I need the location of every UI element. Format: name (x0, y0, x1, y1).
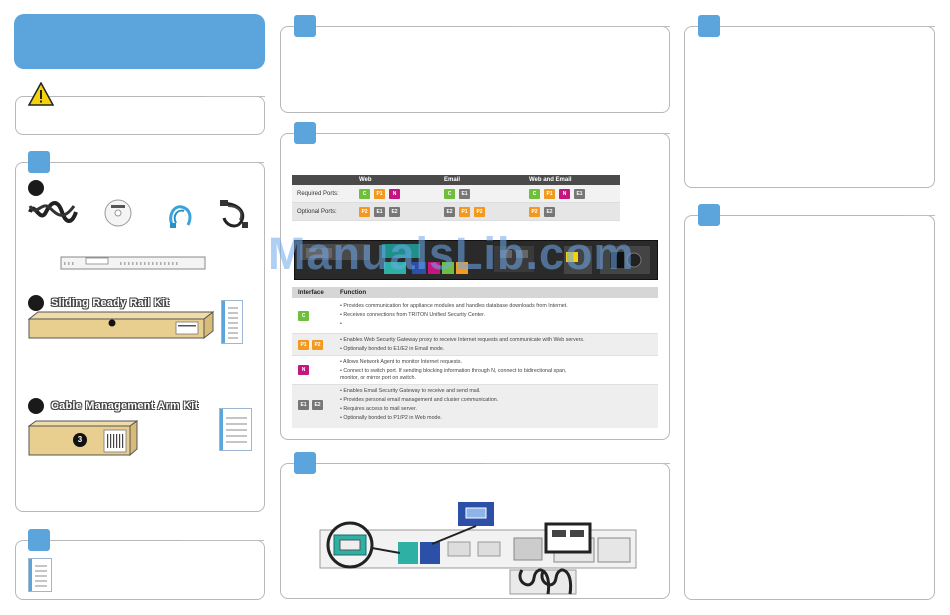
serial-cable-icon (220, 200, 248, 228)
function-text: • Provides communication for appliance m… (340, 303, 568, 309)
port-chip-n: N (559, 189, 570, 199)
function-text: • Allows Network Agent to monitor Intern… (340, 359, 462, 365)
ports-row-optional: Optional Ports: P2 E1 E2 E2 P1 P2 P2 E2 (292, 203, 620, 221)
function-text: • Enables Email Security Gateway to rece… (340, 388, 481, 394)
rail-kit-document-icon (221, 300, 243, 344)
port-chip-e1: E1 (374, 207, 385, 217)
item-bullet (28, 398, 44, 414)
port-chip-p1: P1 (374, 189, 385, 199)
step-number-box (28, 529, 50, 551)
item-bullet (28, 180, 44, 196)
appliance-rear-panel-image (294, 240, 658, 280)
title-banner (14, 14, 265, 69)
ports-row-required: Required Ports: C P1 N C E1 C P1 N E1 (292, 185, 620, 203)
step-number-box (294, 452, 316, 474)
right-bottom-panel (684, 215, 935, 600)
warning-panel (15, 96, 265, 135)
step-number-box (698, 204, 720, 226)
col-web: Web (359, 177, 372, 183)
function-text: • Optionally bonded to P1/P2 in Web mode… (340, 415, 442, 421)
step-panel-1 (280, 26, 670, 113)
arm-kit-title: Cable Management Arm Kit (51, 400, 199, 412)
step-number-box (28, 151, 50, 173)
port-chip-p2: P2 (359, 207, 370, 217)
col-interface: Interface (298, 289, 324, 296)
col-email: Email (444, 177, 461, 183)
cabling-diagram (319, 502, 637, 595)
network-cable-icon (169, 205, 192, 228)
function-row-n: N • Allows Network Agent to monitor Inte… (292, 356, 658, 385)
rail-kit-box-icon (28, 311, 214, 339)
divider (508, 26, 670, 27)
col-function: Function (340, 289, 367, 296)
port-chip-e2: E2 (544, 207, 555, 217)
row-label: Required Ports: (297, 191, 339, 197)
warning-icon (28, 82, 54, 106)
interface-chip-e1: E1 (298, 400, 309, 410)
function-text: monitor, or mirror port on switch. (340, 375, 416, 381)
divider (484, 463, 670, 464)
right-top-panel (684, 26, 935, 188)
function-text: • Provides personal email management and… (340, 397, 499, 403)
step-number-box (698, 15, 720, 37)
divider (508, 133, 670, 134)
function-text: • Requires access to mail server. (340, 406, 417, 412)
function-text: • (340, 321, 342, 327)
arm-kit-number-badge: 3 (73, 433, 87, 447)
item-bullet (28, 295, 44, 311)
port-chip-c: C (529, 189, 540, 199)
interface-chip-p1: P1 (298, 340, 309, 350)
cd-disc-icon (104, 199, 132, 227)
col-web-email: Web and Email (529, 177, 572, 183)
function-text: • Receives connections from TRITON Unifi… (340, 312, 486, 318)
port-chip-p2: P2 (474, 207, 485, 217)
interface-chip-c: C (298, 311, 309, 321)
port-chip-e1: E1 (459, 189, 470, 199)
ports-table-header: Web Email Web and Email (292, 175, 620, 185)
watermark-text: ManualsLib.com (268, 228, 635, 279)
port-chip-e2: E2 (444, 207, 455, 217)
port-chip-n: N (389, 189, 400, 199)
function-text: • Optionally bonded to E1/E2 in Email mo… (340, 346, 445, 352)
ports-table: Web Email Web and Email Required Ports: … (292, 175, 620, 221)
function-row-c: C • Provides communication for appliance… (292, 298, 658, 334)
interface-chip-p2: P2 (312, 340, 323, 350)
arm-kit-box-icon (28, 420, 138, 456)
function-text: • Connect to switch port. If sending blo… (340, 368, 567, 374)
documentation-panel (15, 540, 265, 600)
port-chip-p2: P2 (529, 207, 540, 217)
function-text: • Enables Web Security Gateway proxy to … (340, 337, 585, 343)
port-chip-c: C (444, 189, 455, 199)
interface-chip-n: N (298, 365, 309, 375)
quick-start-document-icon (28, 558, 52, 592)
divider (906, 215, 935, 216)
port-chip-p1: P1 (544, 189, 555, 199)
arm-kit-document-icon (219, 408, 252, 451)
rail-kit-title: Sliding Ready Rail Kit (51, 297, 170, 309)
appliance-front-icon (60, 256, 206, 270)
port-chip-e1: E1 (574, 189, 585, 199)
function-table-header: Interface Function (292, 287, 658, 298)
divider (205, 96, 265, 97)
divider (172, 162, 264, 163)
port-chip-c: C (359, 189, 370, 199)
row-label: Optional Ports: (297, 209, 337, 215)
divider (180, 540, 264, 541)
step-number-box (294, 122, 316, 144)
interface-chip-e2: E2 (312, 400, 323, 410)
divider (882, 26, 935, 27)
port-chip-p1: P1 (459, 207, 470, 217)
port-chip-e2: E2 (389, 207, 400, 217)
step-number-box (294, 15, 316, 37)
power-cord-icon (28, 201, 78, 223)
function-table: Interface Function C • Provides communic… (292, 287, 658, 433)
